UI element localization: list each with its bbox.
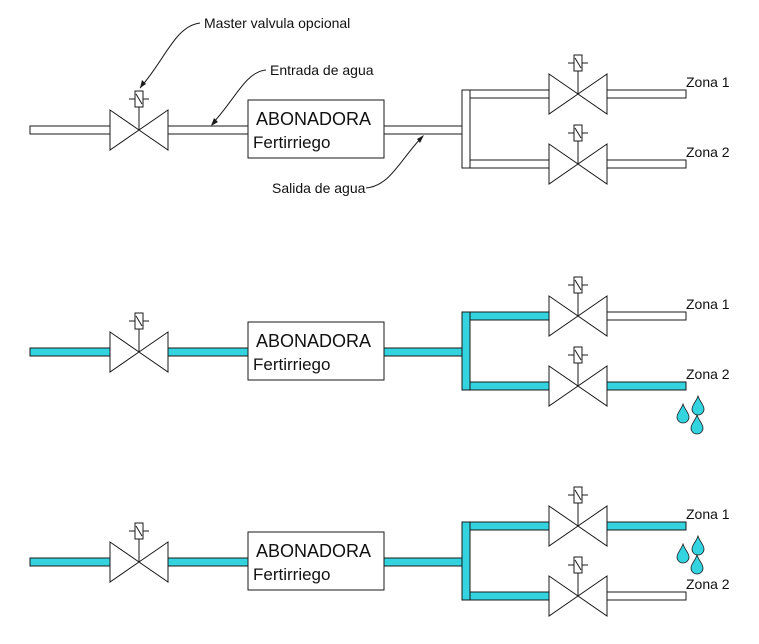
inlet-pipe	[29, 125, 111, 135]
water-in-pipe	[167, 347, 249, 357]
box-title: ABONADORA	[256, 541, 371, 561]
zone2-outlet-pipe	[606, 591, 687, 601]
inlet-pipe	[29, 557, 111, 567]
manifold-pipe	[461, 521, 471, 601]
irrigation-system-1: ABONADORA Fertirriego Zona 1 Zona 2	[29, 54, 730, 185]
master-valve-arrow	[140, 80, 146, 88]
water-in-pipe	[167, 557, 249, 567]
zone2-label: Zona 2	[686, 366, 730, 382]
fertilizer-box	[247, 321, 385, 381]
water-out-pipe	[383, 347, 465, 357]
water-drops-icon	[676, 395, 705, 435]
zone1-label: Zona 1	[686, 506, 730, 522]
zone2-supply-pipe	[469, 591, 550, 601]
box-subtitle: Fertirriego	[253, 133, 330, 152]
zone1-label: Zona 1	[686, 296, 730, 312]
water-out-pipe	[383, 125, 465, 135]
water-in-label: Entrada de agua	[270, 62, 374, 78]
water-in-leader	[211, 69, 267, 125]
inlet-pipe	[29, 347, 111, 357]
box-subtitle: Fertirriego	[253, 565, 330, 584]
master-valve-leader	[139, 22, 201, 89]
master-valve	[109, 90, 169, 151]
zone1-outlet-pipe	[606, 521, 687, 531]
zone2-label: Zona 2	[686, 576, 730, 592]
zone2-valve	[548, 346, 608, 407]
zone2-outlet-pipe	[606, 159, 687, 169]
zone1-outlet-pipe	[606, 311, 687, 321]
fertilizer-box	[247, 99, 385, 159]
zone1-valve	[548, 486, 608, 547]
box-title: ABONADORA	[256, 109, 371, 129]
master-valve-label: Master valvula opcional	[204, 15, 350, 31]
water-in-arrow	[211, 118, 218, 126]
water-out-label: Salida de agua	[272, 180, 366, 196]
water-out-pipe	[383, 557, 465, 567]
zone1-valve	[548, 276, 608, 337]
box-title: ABONADORA	[256, 331, 371, 351]
water-out-leader	[365, 136, 423, 189]
irrigation-system-3: ABONADORA Fertirriego Zona 1 Zona 2	[29, 486, 730, 617]
zone1-label: Zona 1	[686, 74, 730, 90]
master-valve	[109, 522, 169, 583]
box-subtitle: Fertirriego	[253, 355, 330, 374]
zone2-label: Zona 2	[686, 144, 730, 160]
water-in-pipe	[167, 125, 249, 135]
water-out-arrow	[417, 135, 424, 143]
zone2-valve	[548, 124, 608, 185]
zone1-supply-pipe	[469, 311, 550, 321]
master-valve	[109, 312, 169, 373]
zone1-supply-pipe	[469, 89, 550, 99]
zone1-outlet-pipe	[606, 89, 687, 99]
zone2-outlet-pipe	[606, 381, 687, 391]
zone1-valve	[548, 54, 608, 115]
irrigation-system-2: ABONADORA Fertirriego Zona 1 Zona 2	[29, 276, 730, 435]
annotations: Master valvula opcional Entrada de agua …	[139, 15, 424, 196]
zone2-supply-pipe	[469, 159, 550, 169]
water-drops-icon	[676, 535, 705, 575]
manifold-pipe	[461, 89, 471, 169]
zone2-valve	[548, 556, 608, 617]
zone1-supply-pipe	[469, 521, 550, 531]
manifold-pipe	[461, 311, 471, 391]
zone2-supply-pipe	[469, 381, 550, 391]
